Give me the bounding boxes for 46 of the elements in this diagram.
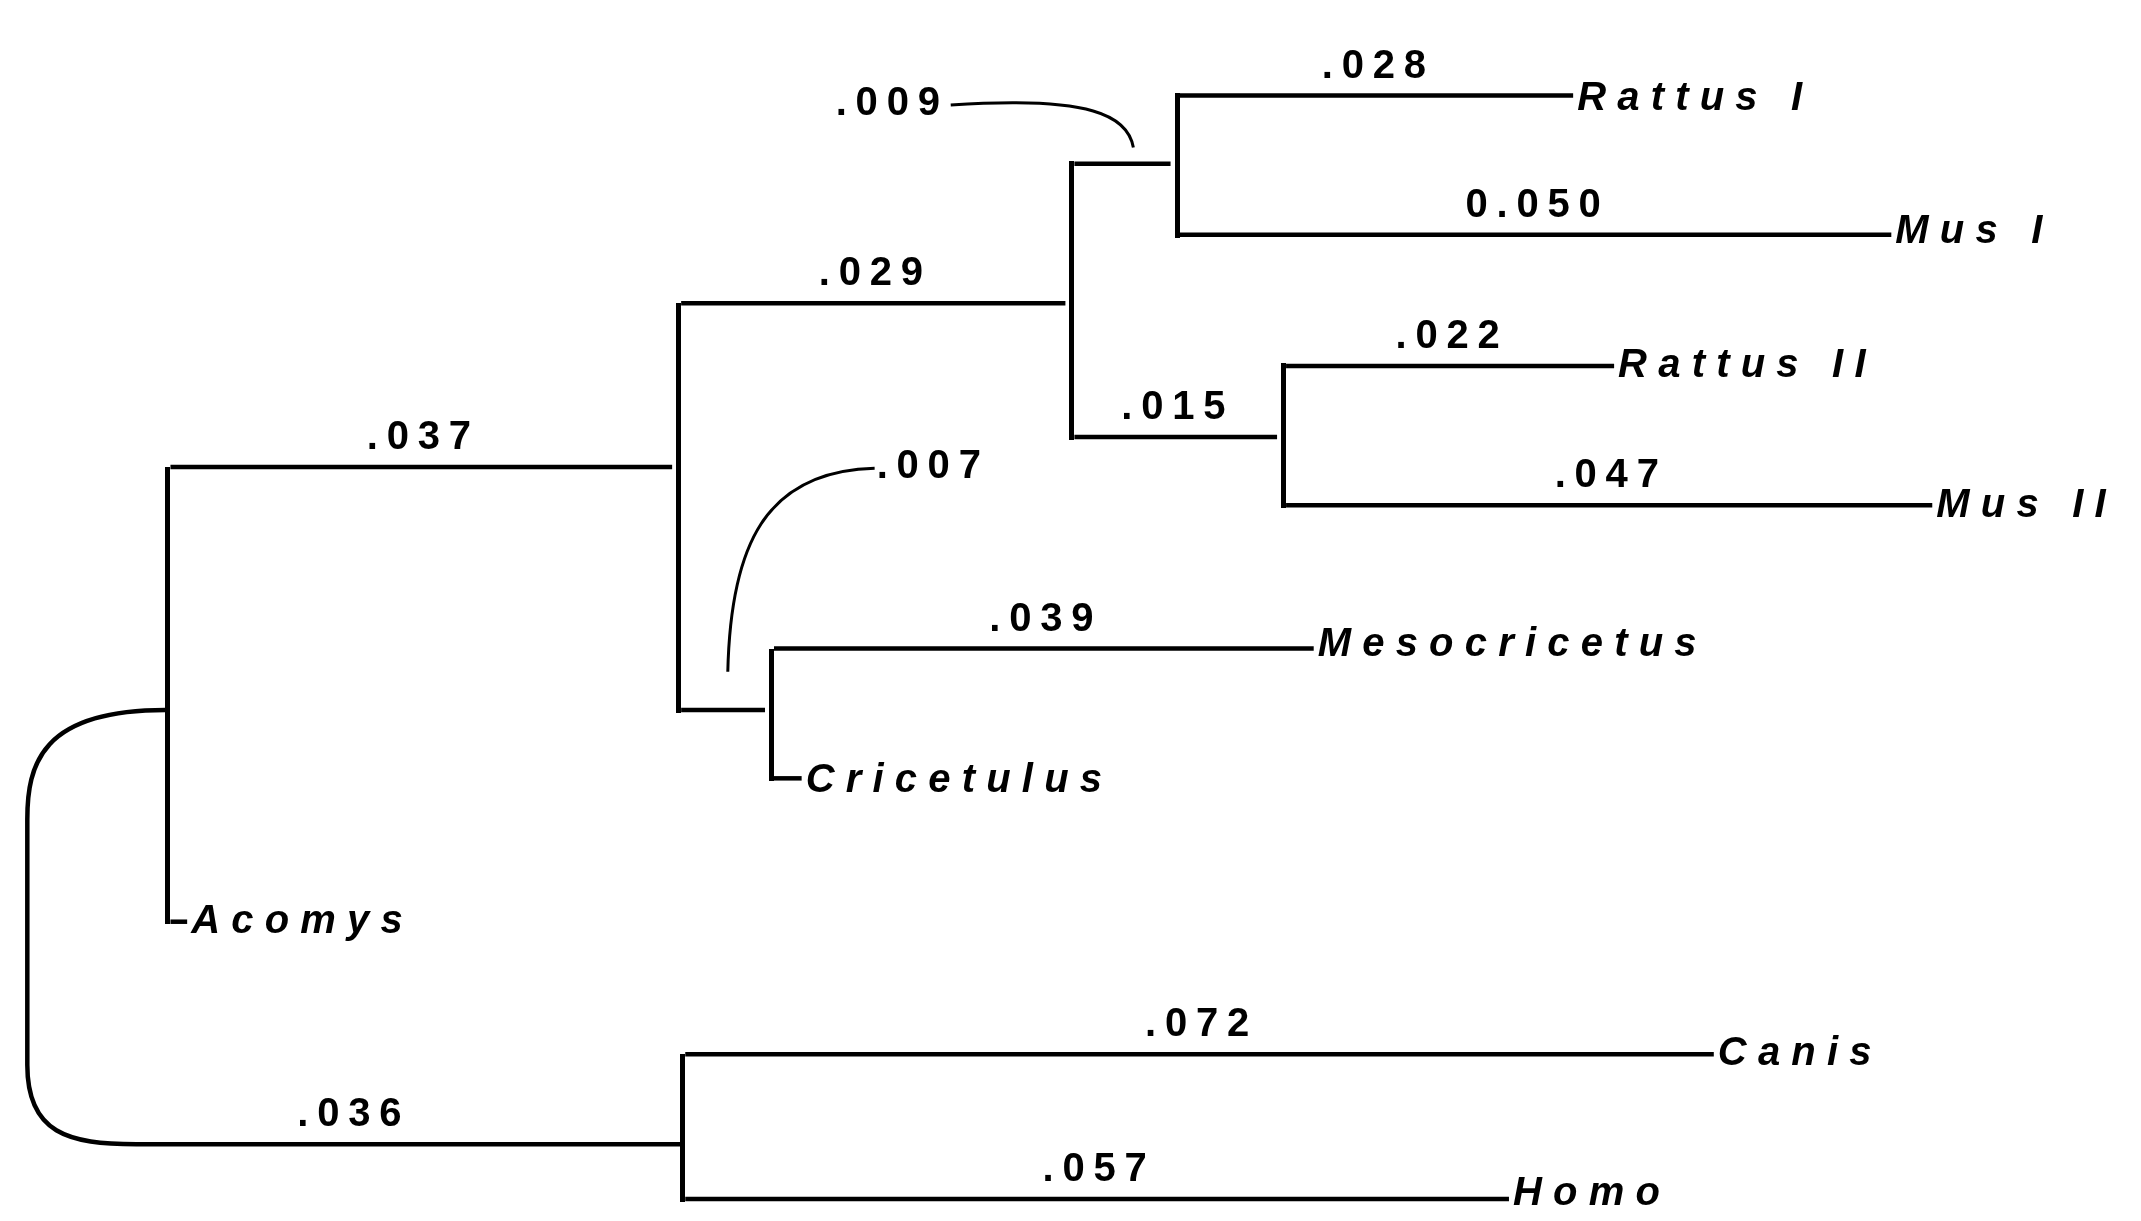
branch-node-bar: [1281, 363, 1287, 508]
branch-node-bar: [165, 467, 171, 925]
taxon-label: Canis: [1717, 1031, 1883, 1072]
leader-line: [726, 466, 875, 672]
taxon-label: Acomys: [191, 898, 414, 939]
branch-line: [170, 919, 188, 924]
branch-line: [774, 646, 1314, 651]
branch-length: .022: [1395, 313, 1509, 354]
branch-line: [681, 707, 765, 713]
branch-length: .009: [835, 81, 949, 122]
branch-line: [1179, 232, 1892, 238]
branch-node-bar: [769, 648, 774, 782]
branch-length: .072: [1145, 1002, 1259, 1043]
taxon-label: Rattus II: [1618, 343, 1877, 384]
branch-line: [1286, 503, 1933, 508]
branch-length: .047: [1554, 453, 1668, 494]
taxon-label: Homo: [1512, 1170, 1672, 1211]
branch-node-bar: [1069, 161, 1075, 440]
branch-length: 0.050: [1465, 182, 1610, 223]
branch-length: .007: [876, 444, 990, 485]
branch-node-bar: [1174, 92, 1180, 238]
branch-line: [1074, 161, 1171, 167]
branch-length: .057: [1042, 1146, 1156, 1187]
branch-line: [170, 464, 673, 470]
branch-line: [685, 1051, 1714, 1057]
branch-length: .039: [989, 596, 1103, 637]
branch-node-bar: [680, 1054, 686, 1202]
taxon-label: Mus II: [1936, 482, 2117, 523]
branch-line: [1286, 363, 1615, 369]
branch-length: .036: [297, 1092, 411, 1133]
branch-line: [681, 300, 1066, 306]
branch-line: [1179, 93, 1574, 98]
taxon-label: Mus I: [1895, 209, 2054, 250]
branch-line: [1074, 434, 1278, 440]
branch-length: .028: [1321, 43, 1435, 84]
taxon-label: Cricetulus: [805, 758, 1114, 799]
branch-length: .037: [366, 415, 480, 455]
branch-length: .015: [1121, 384, 1235, 425]
branch-line: [685, 1196, 1509, 1202]
taxon-label: Mesocricetus: [1317, 621, 1708, 662]
leader-line: [950, 101, 1135, 148]
branch-line: [774, 776, 802, 781]
taxon-label: Rattus I: [1577, 75, 1814, 116]
branch-line: [25, 707, 681, 1147]
branch-node-bar: [676, 303, 682, 713]
branch-length: .029: [818, 251, 932, 292]
